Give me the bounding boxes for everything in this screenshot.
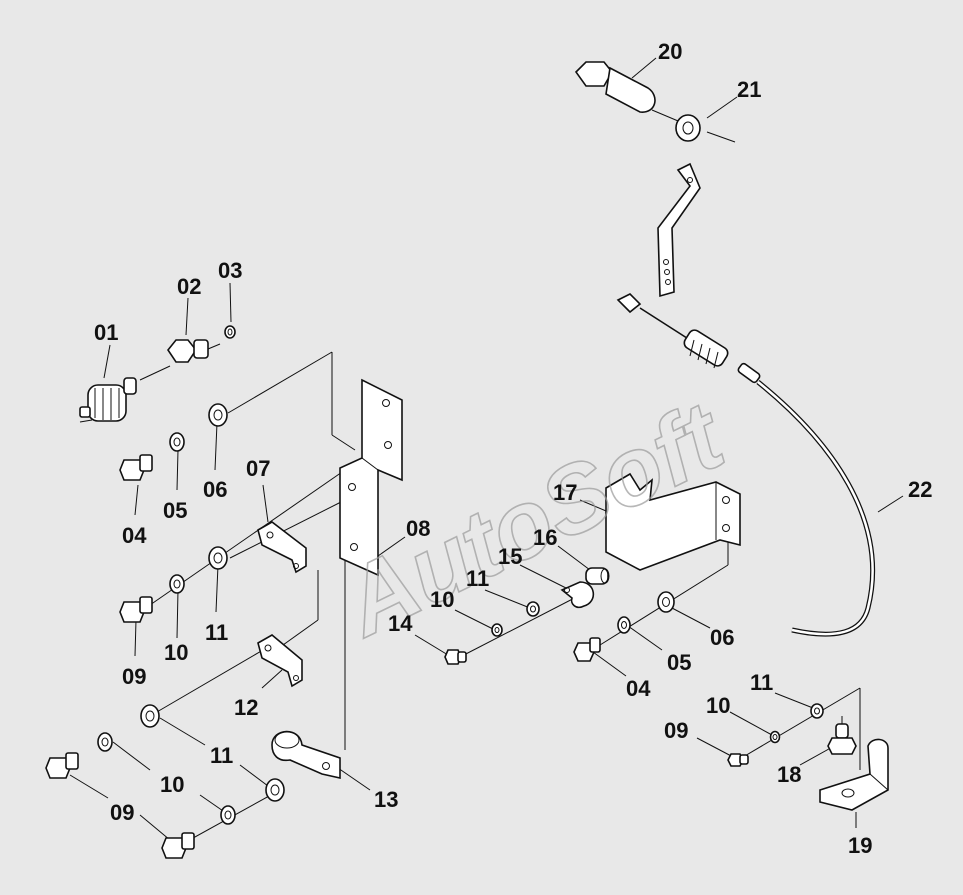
flat-washer-11-bottom (265, 778, 285, 802)
flat-washer-11-mid (526, 601, 540, 617)
flat-washer-11-lower (140, 704, 160, 728)
bracket-17 (605, 472, 741, 571)
callout-08: 08 (406, 516, 430, 541)
callout-19: 19 (848, 833, 872, 858)
bolt-14 (444, 649, 467, 665)
lock-washer-10-upper (169, 574, 185, 594)
callout-11: 11 (205, 620, 228, 645)
callout-10-c: 10 (430, 587, 454, 612)
bolt-09-upper (119, 596, 153, 623)
callout-04: 04 (122, 523, 147, 548)
callout-11-d: 11 (750, 670, 773, 695)
callout-17: 17 (553, 480, 577, 505)
knob-20 (574, 61, 656, 113)
washer-21 (675, 114, 701, 142)
callout-12: 12 (234, 695, 258, 720)
callout-05-b: 05 (667, 650, 691, 675)
callout-16: 16 (533, 525, 557, 550)
callout-13: 13 (374, 787, 398, 812)
clip-15 (560, 581, 595, 609)
callout-10: 10 (164, 640, 188, 665)
lock-washer-10-lower (97, 732, 113, 752)
callout-15: 15 (498, 544, 522, 569)
bracket-08 (339, 378, 403, 577)
callout-07: 07 (246, 456, 270, 481)
bolt-09-lower-a (45, 752, 79, 779)
switch-18 (827, 716, 857, 755)
callout-18: 18 (777, 762, 801, 787)
callout-21: 21 (737, 77, 761, 102)
callout-14: 14 (388, 611, 413, 636)
callout-02: 02 (177, 274, 201, 299)
sender-unit-01 (79, 377, 137, 423)
control-cable-22 (616, 293, 875, 637)
lock-washer-05-left (169, 432, 185, 452)
callout-05: 05 (163, 498, 187, 523)
callout-labels: 01 02 03 04 05 06 07 08 09 10 11 12 11 1… (94, 39, 932, 858)
leader-lines (69, 57, 904, 849)
o-ring-03 (224, 325, 236, 339)
spacer-16 (585, 567, 610, 585)
flat-washer-11-right (810, 703, 824, 719)
callout-09-c: 09 (664, 718, 688, 743)
callout-09: 09 (122, 664, 146, 689)
callout-11-c: 11 (466, 566, 489, 591)
flat-washer-06-left (208, 403, 228, 427)
adapter-fitting-02 (167, 339, 221, 363)
bolt-04-mid (573, 637, 601, 662)
flat-washer-06-mid (657, 591, 675, 613)
callout-20: 20 (658, 39, 682, 64)
lock-washer-05-mid (617, 616, 631, 634)
control-lever (657, 162, 701, 298)
callout-10-d: 10 (706, 693, 730, 718)
callout-06-b: 06 (710, 625, 734, 650)
callout-03: 03 (218, 258, 242, 283)
bolt-09-right (727, 753, 749, 767)
callout-09-b: 09 (110, 800, 134, 825)
clip-07 (257, 521, 307, 574)
callout-11-b: 11 (210, 743, 233, 768)
callout-04-b: 04 (626, 676, 651, 701)
bolt-09-lower-b (161, 832, 195, 859)
lock-washer-10-right (769, 730, 781, 744)
callout-22: 22 (908, 477, 932, 502)
callout-10-b: 10 (160, 772, 184, 797)
callout-01: 01 (94, 320, 118, 345)
lock-washer-10-mid (491, 623, 503, 637)
lock-washer-10-bottom (220, 805, 236, 825)
callout-06: 06 (203, 477, 227, 502)
clip-12 (257, 634, 303, 688)
clamp-13 (271, 730, 341, 779)
bolt-04-left (119, 454, 153, 481)
flat-washer-11-upper (208, 546, 228, 570)
bracket-19 (819, 738, 889, 811)
